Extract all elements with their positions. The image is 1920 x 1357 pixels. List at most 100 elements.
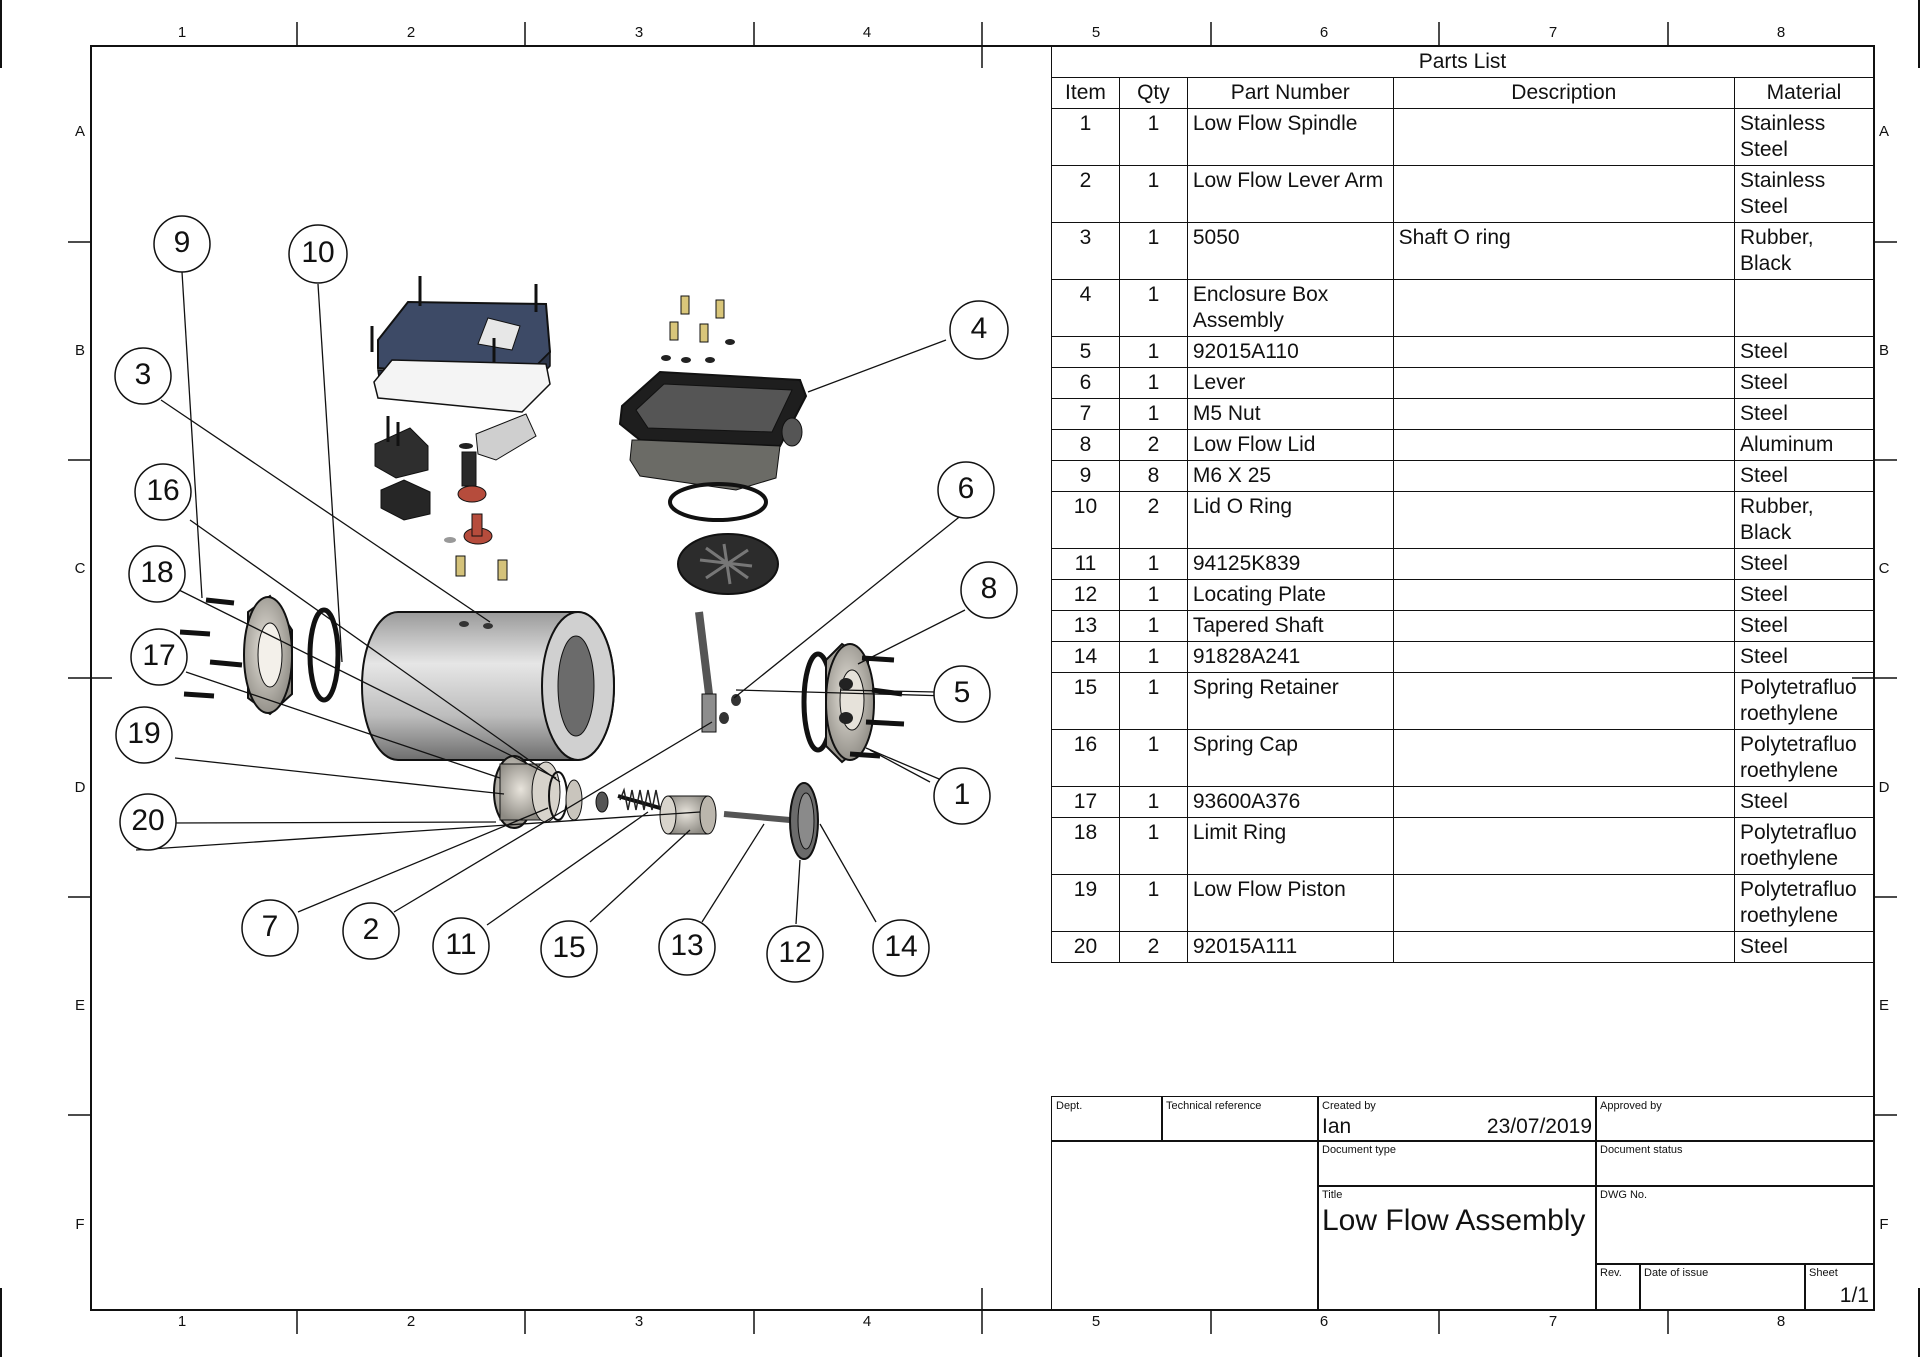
cell-item: 4 — [1051, 279, 1120, 337]
cell-qty: 8 — [1118, 460, 1188, 492]
cell-part-number: Limit Ring — [1186, 817, 1394, 875]
zone-col-4: 4 — [862, 1313, 872, 1330]
cell-qty: 1 — [1118, 786, 1188, 818]
zone-row-a: A — [74, 123, 85, 140]
cell-material: Steel — [1734, 548, 1874, 580]
cell-description — [1392, 548, 1736, 580]
zone-row-b: B — [1878, 342, 1889, 359]
cell-material: Stainless Steel — [1734, 108, 1874, 166]
cell-part-number: M5 Nut — [1186, 398, 1394, 430]
zone-row-c: C — [1878, 560, 1890, 577]
doc-status-cell: Document status — [1595, 1140, 1874, 1187]
drawing-title: Low Flow Assembly — [1322, 1204, 1586, 1237]
balloon-19 — [115, 706, 173, 764]
zone-row-f: F — [1879, 1216, 1889, 1233]
cell-material: Polytetrafluo roethylene — [1734, 672, 1874, 730]
cell-part-number: Low Flow Lever Arm — [1186, 165, 1394, 223]
cell-part-number: Lid O Ring — [1186, 491, 1394, 549]
cell-part-number: 93600A376 — [1186, 786, 1394, 818]
cell-qty: 1 — [1118, 222, 1188, 280]
cell-qty: 1 — [1118, 279, 1188, 337]
date-of-issue-cell: Date of issue — [1639, 1263, 1806, 1310]
cell-part-number: Low Flow Spindle — [1186, 108, 1394, 166]
cell-part-number: Tapered Shaft — [1186, 610, 1394, 642]
cell-material: Steel — [1734, 398, 1874, 430]
cell-description — [1392, 336, 1736, 368]
cell-material: Steel — [1734, 641, 1874, 673]
cell-item: 1 — [1051, 108, 1120, 166]
cell-description — [1392, 279, 1736, 337]
balloon-label-2: 2 — [362, 913, 380, 946]
cell-qty: 1 — [1118, 548, 1188, 580]
sheet-label: Sheet — [1809, 1267, 1838, 1279]
zone-row-e: E — [74, 997, 85, 1014]
cell-material: Aluminum — [1734, 429, 1874, 461]
balloon-label-16: 16 — [146, 474, 180, 507]
exploded-view — [135, 271, 966, 926]
cell-description — [1392, 491, 1736, 549]
cell-qty: 2 — [1118, 491, 1188, 549]
balloon-3 — [114, 347, 172, 405]
header-part-number: Part Number — [1186, 77, 1394, 109]
balloon-label-6: 6 — [957, 472, 975, 505]
cell-material: Steel — [1734, 786, 1874, 818]
zone-col-7: 7 — [1548, 1313, 1558, 1330]
zone-col-1: 1 — [177, 24, 187, 41]
cell-item: 13 — [1051, 610, 1120, 642]
parts-list-table: Parts List Item Qty Part Number Descript… — [1051, 46, 1874, 963]
header-qty: Qty — [1118, 77, 1188, 109]
zone-col-3: 3 — [634, 24, 644, 41]
title-label: Title — [1322, 1189, 1343, 1201]
rev-cell: Rev. — [1595, 1263, 1641, 1310]
zone-row-a: A — [1878, 123, 1889, 140]
zone-col-8: 8 — [1776, 1313, 1786, 1330]
cell-item: 10 — [1051, 491, 1120, 549]
cell-item: 3 — [1051, 222, 1120, 280]
balloon-label-9: 9 — [173, 226, 191, 259]
cell-part-number: Spring Cap — [1186, 729, 1394, 787]
balloon-label-13: 13 — [670, 929, 704, 962]
cell-part-number: Low Flow Lid — [1186, 429, 1394, 461]
balloon-17 — [130, 628, 188, 686]
zone-row-b: B — [74, 342, 85, 359]
cell-item: 17 — [1051, 786, 1120, 818]
cell-qty: 2 — [1118, 931, 1188, 963]
created-by-value: Ian — [1322, 1115, 1352, 1138]
cell-part-number: Enclosure Box Assembly — [1186, 279, 1394, 337]
balloon-16 — [134, 463, 192, 521]
balloon-5 — [933, 665, 991, 723]
cell-material: Steel — [1734, 931, 1874, 963]
zone-col-5: 5 — [1091, 24, 1101, 41]
balloon-label-7: 7 — [261, 910, 279, 943]
cell-part-number: Spring Retainer — [1186, 672, 1394, 730]
balloon-label-10: 10 — [301, 236, 335, 269]
cell-item: 11 — [1051, 548, 1120, 580]
cell-description — [1392, 641, 1736, 673]
parts-list-caption: Parts List — [1051, 46, 1874, 78]
approved-by-cell: Approved by — [1595, 1096, 1874, 1142]
cell-material: Steel — [1734, 367, 1874, 399]
balloon-18 — [128, 545, 186, 603]
balloon-label-5: 5 — [953, 676, 971, 709]
title-block: Dept. Technical reference Created by Ian… — [1051, 1096, 1874, 1310]
cell-item: 14 — [1051, 641, 1120, 673]
header-description: Description — [1392, 77, 1736, 109]
cell-qty: 1 — [1118, 579, 1188, 611]
cell-material: Stainless Steel — [1734, 165, 1874, 223]
header-material: Material — [1734, 77, 1874, 109]
cell-part-number: Lever — [1186, 367, 1394, 399]
balloon-1 — [933, 767, 991, 825]
cell-item: 9 — [1051, 460, 1120, 492]
